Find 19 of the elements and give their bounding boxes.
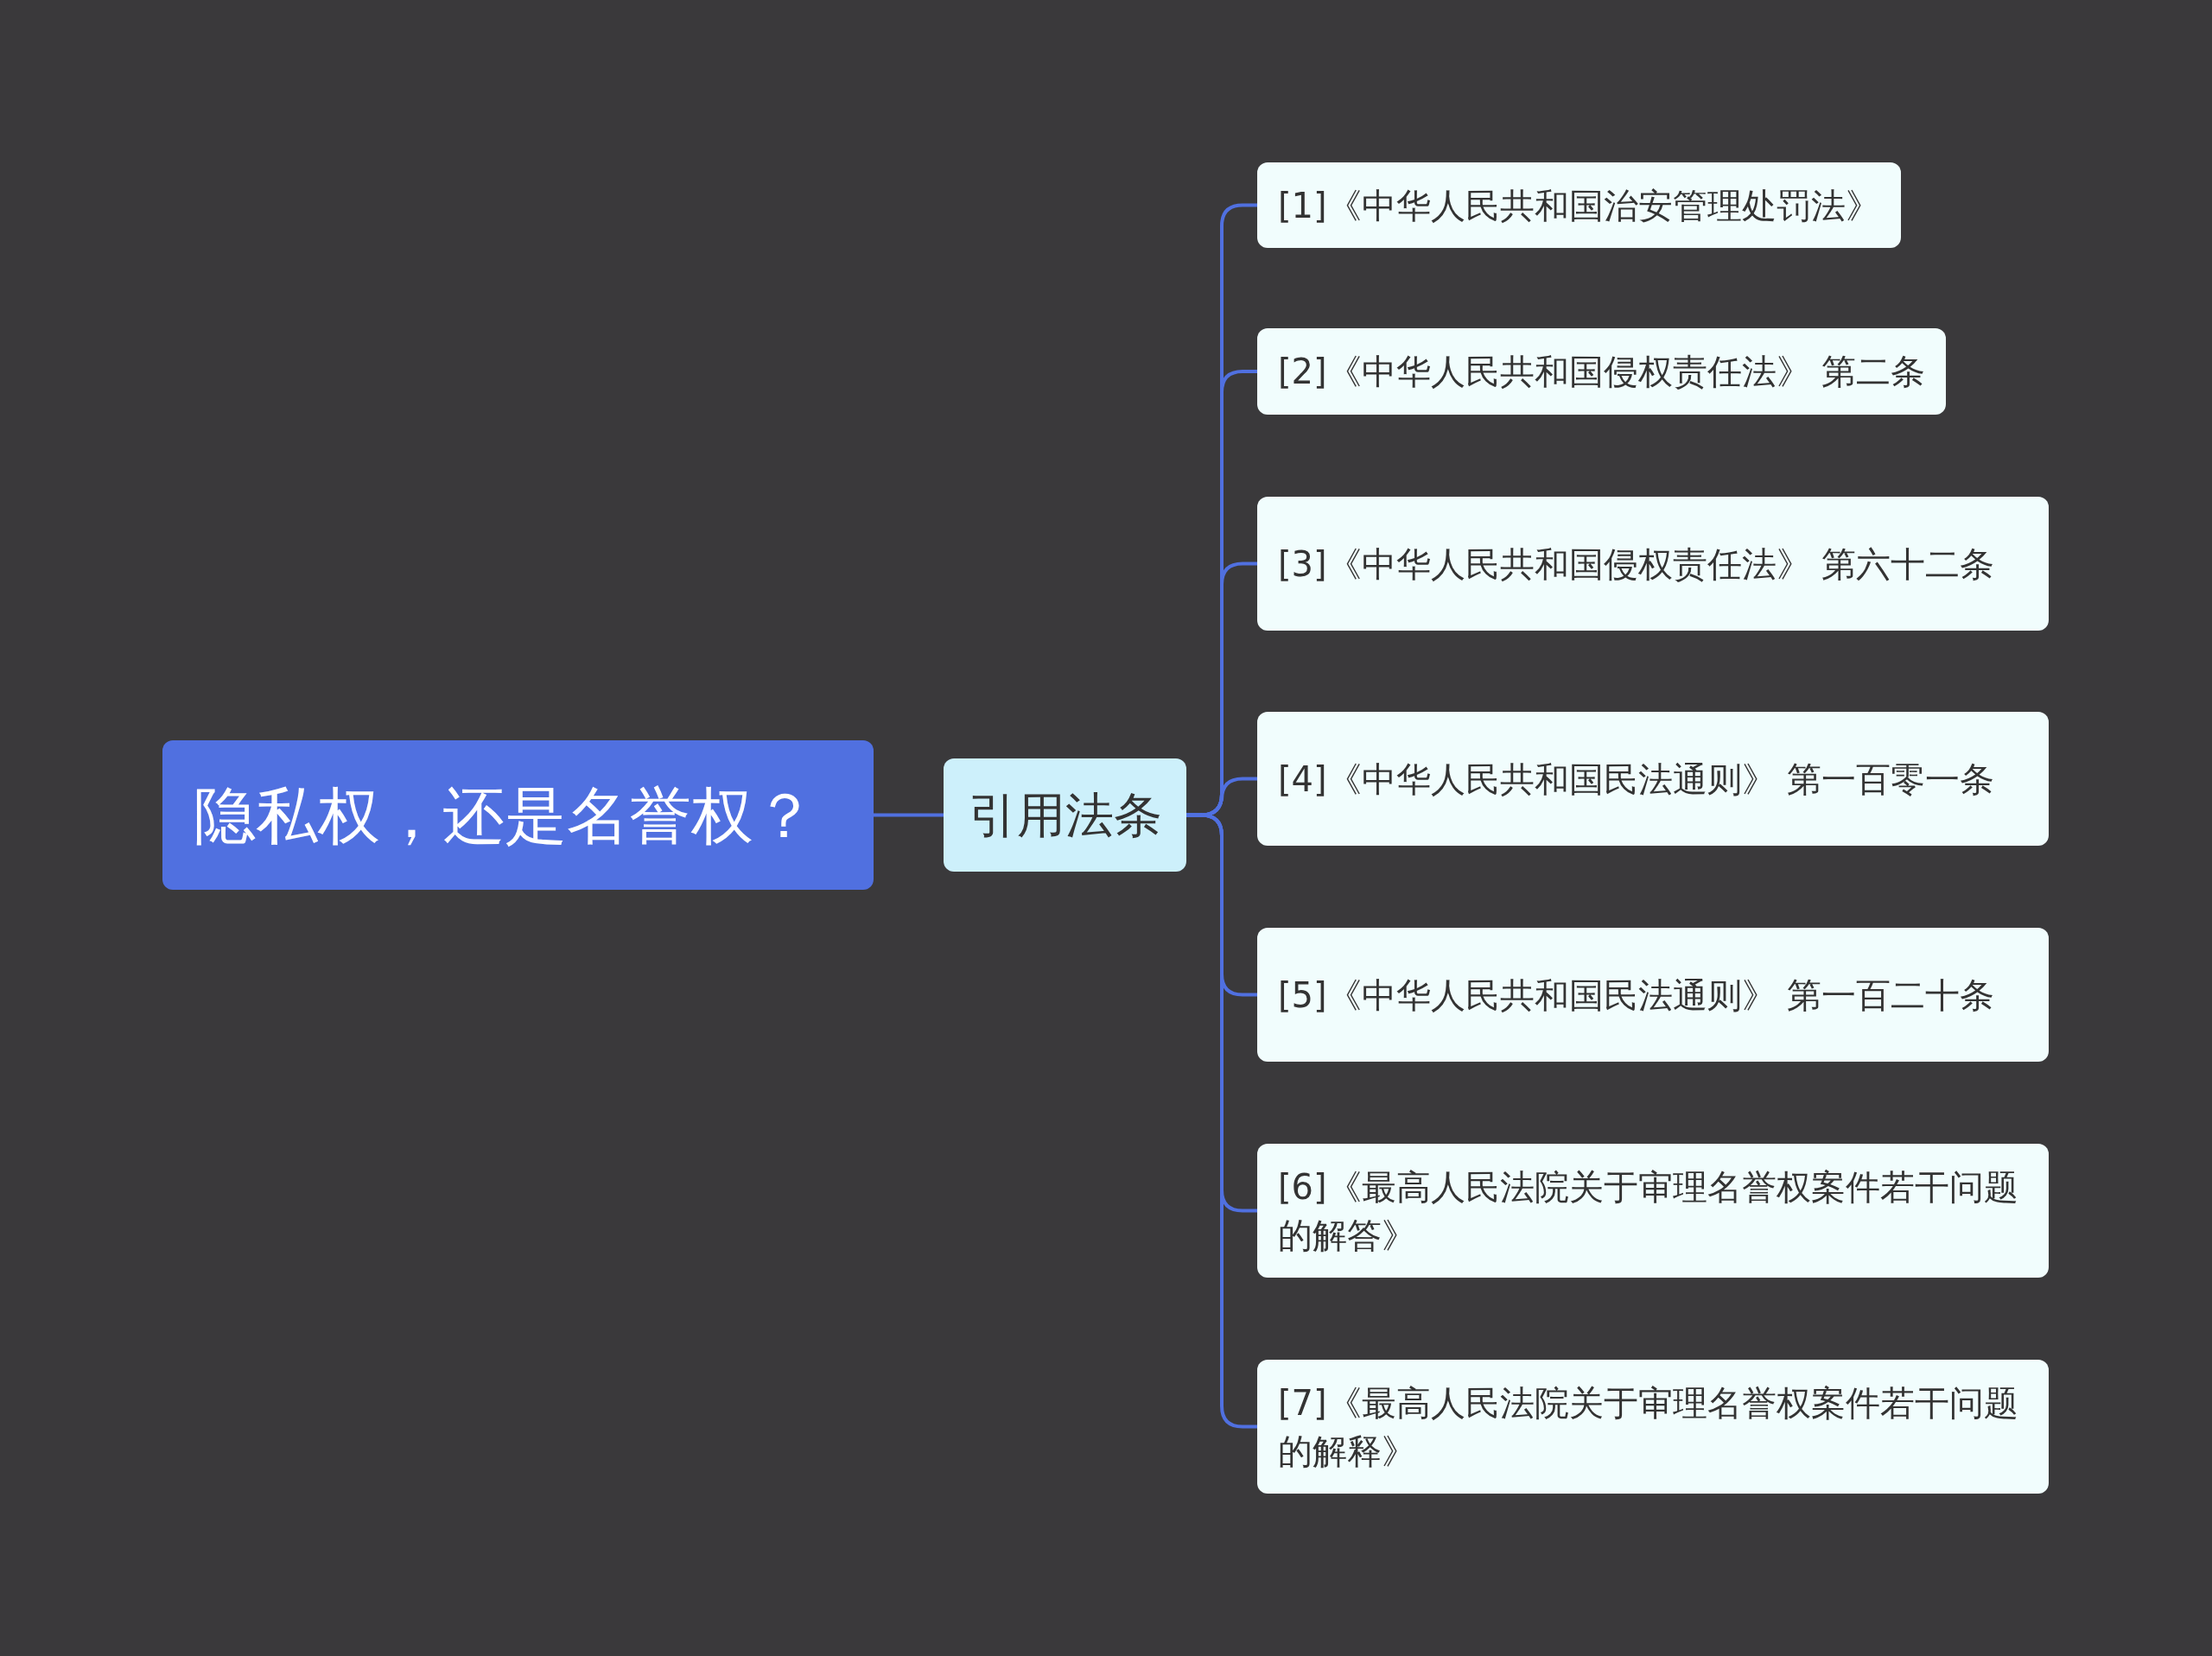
topic-text: 隐私权，还是名誉权？: [194, 777, 816, 853]
citation-box: [1257, 1360, 2049, 1494]
citation-box: [1257, 328, 1947, 415]
topic-text: 引用法条: [968, 785, 1162, 845]
citation-box: [1257, 497, 2049, 631]
topic-text: [3]《中华人民共和国侵权责任法》 第六十二条: [1278, 542, 1995, 586]
topic-text: [2]《中华人民共和国侵权责任法》 第二条: [1278, 351, 1926, 393]
topic-text: [1]《中华人民共和国治安管理处罚法》: [1278, 184, 1880, 227]
subtopic-box: [944, 758, 1186, 872]
root-topic-box: [162, 740, 874, 890]
citation-box: [1257, 1144, 2049, 1278]
citation-box: [1257, 928, 2049, 1062]
topic-text: [5]《中华人民共和国民法通则》 第一百二十条: [1278, 974, 1995, 1017]
citation-box: [1257, 712, 2049, 846]
citation-box: [1257, 162, 1901, 248]
topic-text: [6]《最高人民法院关于审理名誉权案件若干问题的解答》: [1278, 1165, 2019, 1257]
topic-text: [7]《最高人民法院关于审理名誉权案件若干问题的解释》: [1278, 1381, 2019, 1473]
topic-text: [4]《中华人民共和国民法通则》 第一百零一条: [1278, 758, 1995, 801]
connector-line: [874, 813, 944, 817]
